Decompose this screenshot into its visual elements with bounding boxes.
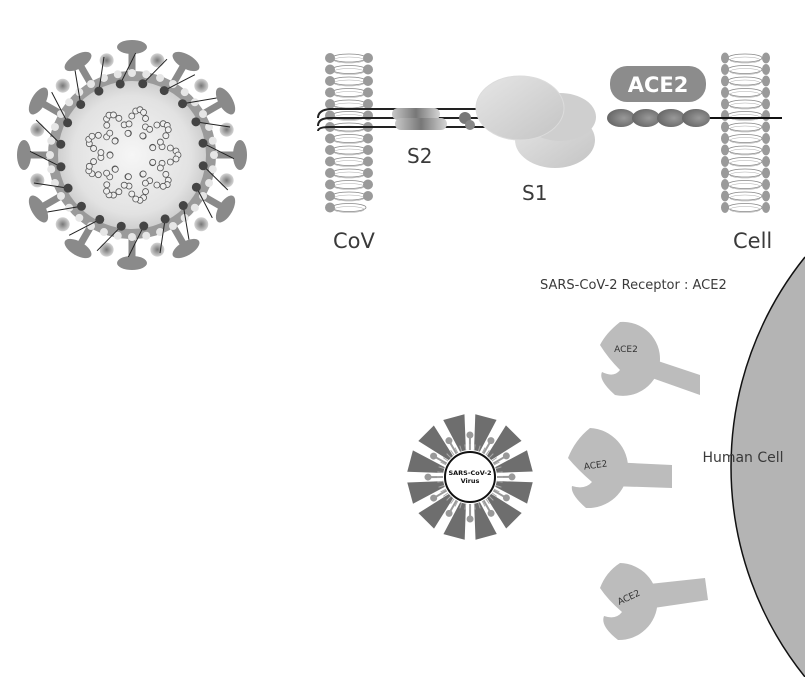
ace2-receptor-chain [607,109,782,127]
virus-label-line2: Virus [461,477,480,485]
human-cell-label: Human Cell [702,450,783,466]
ace2-receptor-label: ACE2 [583,459,608,472]
ace2-receptor-label: ACE2 [614,345,638,355]
ace2-badge: ACE2 [610,66,706,102]
s1-subunit [475,75,596,168]
ace2-receptor: ACE2 [568,428,672,509]
cell-label: Cell [733,229,772,253]
human-cell [730,256,805,677]
ace2-receptor: ACE2 [600,321,700,396]
cell-membrane [721,52,770,213]
s2-subunit [317,108,500,132]
cov-membrane [325,53,373,213]
ace2-badge-label: ACE2 [628,73,689,97]
ace2-receptor: ACE2 [600,563,708,641]
receptor-diagram-title: SARS-CoV-2 Receptor : ACE2 [540,278,727,293]
sars-cov-2-virus [407,414,533,540]
virus-envelope [444,451,496,503]
virus-label-line1: SARS-CoV-2 [448,469,491,477]
cov-label: CoV [333,229,376,253]
s2-label: S2 [407,144,432,168]
s1-label: S1 [522,181,547,205]
coronavirus-illustration [17,40,247,270]
